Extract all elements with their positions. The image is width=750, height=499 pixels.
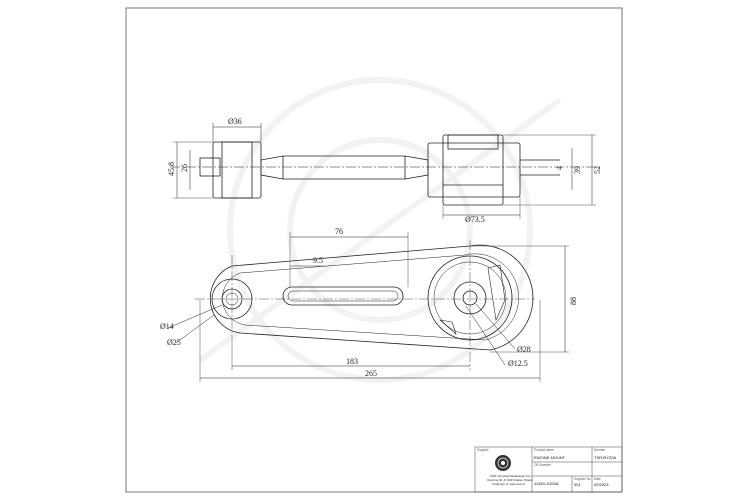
arm-top bbox=[260, 155, 429, 180]
qty-value: 001 bbox=[574, 482, 581, 487]
qty-label: Supplier No bbox=[574, 477, 591, 481]
oe-number-value: 11360-JG00A bbox=[534, 481, 559, 486]
part-number-value: TSRJ9YZ2A bbox=[594, 455, 617, 460]
supplier-label: Supplier bbox=[477, 448, 490, 452]
dim-front-76: 76 bbox=[335, 227, 343, 236]
dim-front-diameter-12-5: Ø12.5 bbox=[508, 359, 528, 368]
date-value: 02/2023 bbox=[594, 482, 609, 487]
drawing-frame bbox=[125, 7, 623, 493]
supplier-line-3: info@zwm.pl, www.zwm.pl bbox=[492, 482, 525, 486]
oe-number-label: OE Number bbox=[534, 463, 552, 467]
top-view bbox=[170, 123, 600, 219]
dim-front-diameter-28: Ø28 bbox=[517, 345, 531, 354]
right-housing-top bbox=[427, 142, 521, 198]
dim-top-45-8: 45.8 bbox=[167, 162, 176, 176]
supplier-line-1: ZAKŁ Wyrobów Metalowych S.A. bbox=[490, 474, 531, 478]
dim-front-265: 265 bbox=[365, 369, 377, 378]
dim-top-4: 4 bbox=[555, 166, 564, 170]
dim-front-diameter-14: Ø14 bbox=[160, 322, 174, 331]
supplier-line-2: Opoczna 40, 47-400 Kraków, Poland bbox=[487, 478, 533, 482]
dim-front-88: 88 bbox=[569, 297, 578, 305]
center-slot bbox=[282, 286, 404, 306]
front-view bbox=[167, 232, 569, 382]
dim-top-diameter-73-5: Ø73.5 bbox=[465, 215, 485, 224]
date-label: Date bbox=[594, 477, 601, 481]
watermark-logo bbox=[198, 77, 562, 383]
dim-front-diameter-25: Ø25 bbox=[167, 338, 181, 347]
part-number-label: Number bbox=[594, 448, 606, 452]
dim-front-183: 183 bbox=[346, 357, 358, 366]
dim-front-9-5: 9.5 bbox=[313, 256, 323, 265]
dim-top-26: 26 bbox=[180, 164, 189, 172]
dim-top-52: 52 bbox=[593, 166, 602, 174]
product-name-value: ENGINE MOUNT bbox=[534, 455, 566, 460]
dim-top-39: 39 bbox=[573, 166, 582, 174]
dim-top-diameter-36: Ø36 bbox=[228, 117, 242, 126]
product-name-label: Product name bbox=[534, 448, 554, 452]
title-block bbox=[474, 446, 623, 493]
company-seal-logo bbox=[495, 455, 511, 471]
